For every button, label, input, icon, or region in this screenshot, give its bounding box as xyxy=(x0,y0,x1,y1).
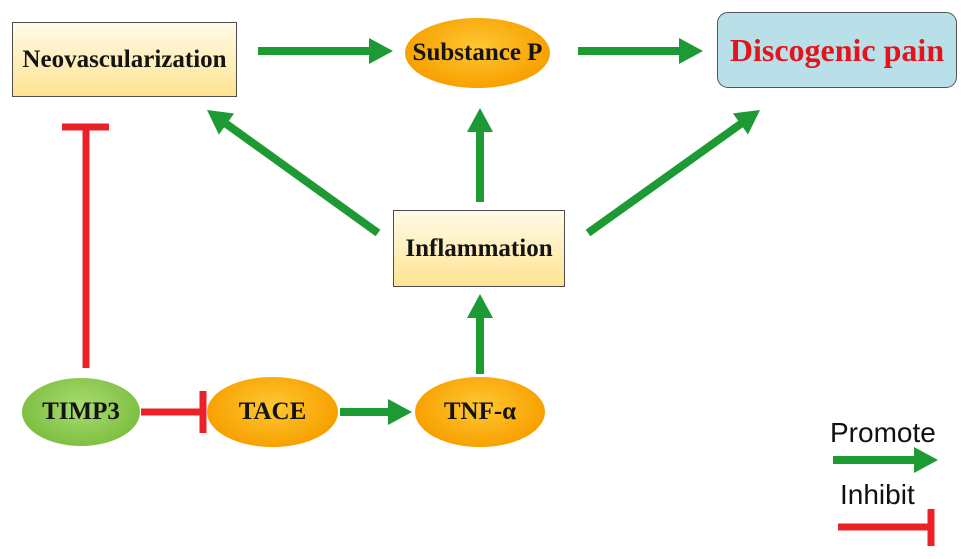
legend-promote-arrow xyxy=(833,447,938,473)
legend-inhibit-symbol xyxy=(838,509,935,546)
arrow-inflammation-to-substance-p xyxy=(467,108,493,202)
arrowhead xyxy=(207,110,235,135)
timp3-label: TIMP3 xyxy=(42,398,120,425)
arrow-substance-p-to-discogenic-pain xyxy=(578,38,703,64)
arrow-neovascularization-to-substance-p xyxy=(258,38,393,64)
arrowhead xyxy=(388,399,412,425)
arrowhead xyxy=(467,294,493,318)
node-inflammation: Inflammation xyxy=(393,210,565,287)
tace-label: TACE xyxy=(238,398,307,425)
legend-promote-label: Promote xyxy=(830,417,936,448)
inflammation-label: Inflammation xyxy=(405,234,553,262)
arrowhead xyxy=(732,110,760,135)
arrowhead xyxy=(679,38,703,64)
arrow-tace-to-tnf-alpha xyxy=(340,399,412,425)
arrow-shaft xyxy=(222,119,381,237)
inhibit-timp3-to-neovascularization xyxy=(62,123,109,368)
node-substance-p: Substance P xyxy=(405,18,550,88)
arrow-tnf-alpha-to-inflammation xyxy=(467,294,493,374)
substance-p-label: Substance P xyxy=(412,39,543,66)
discogenic-pain-label: Discogenic pain xyxy=(729,31,945,68)
arrowhead xyxy=(914,447,938,473)
arrow-inflammation-to-neovascularization xyxy=(207,110,381,237)
node-tace: TACE xyxy=(207,377,338,447)
arrow-shaft xyxy=(585,119,745,237)
inhibit-timp3-to-tace xyxy=(141,391,207,433)
node-neovascularization: Neovascularization xyxy=(12,22,237,97)
node-tnf-alpha: TNF-α xyxy=(415,377,545,447)
legend-inhibit-label: Inhibit xyxy=(840,479,915,510)
arrowhead xyxy=(369,38,393,64)
node-timp3: TIMP3 xyxy=(22,378,140,446)
tnf-alpha-label: TNF-α xyxy=(443,398,517,425)
arrowhead xyxy=(467,108,493,132)
neovascularization-label: Neovascularization xyxy=(22,45,227,73)
node-discogenic-pain: Discogenic pain xyxy=(717,12,957,88)
arrow-inflammation-to-discogenic-pain xyxy=(585,110,760,237)
